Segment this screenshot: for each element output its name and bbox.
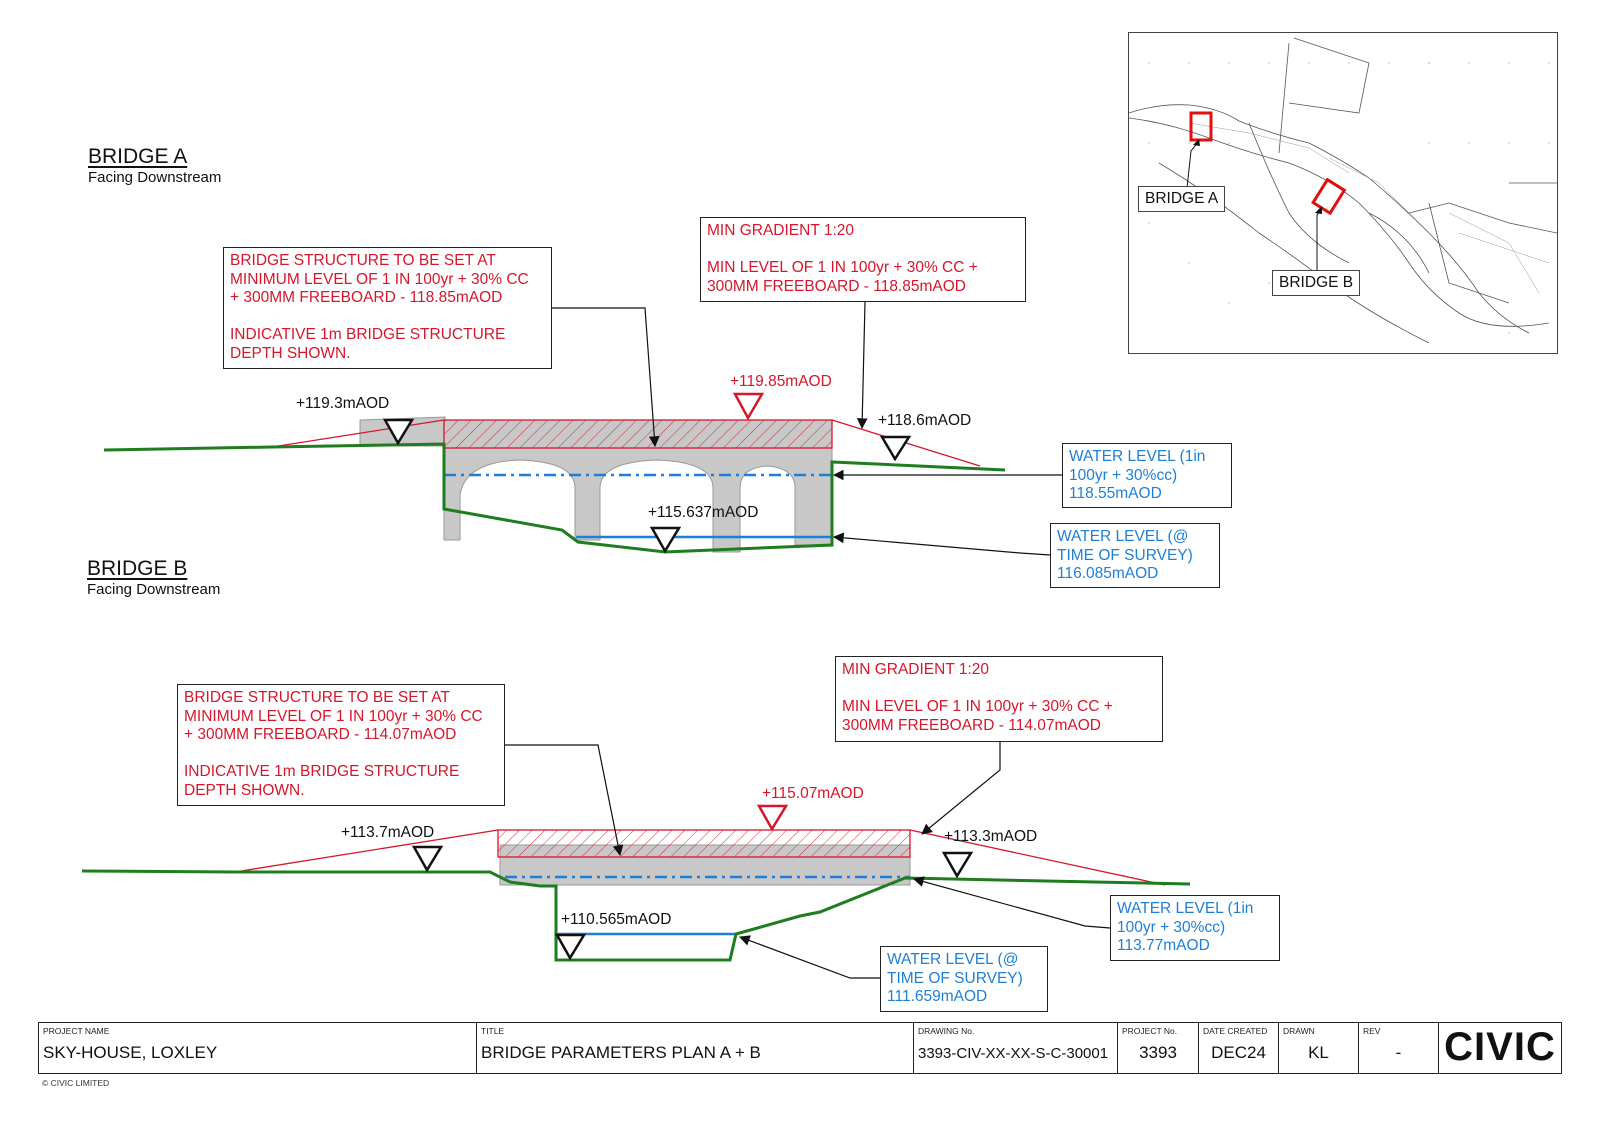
bridge-a-right-level-marker (879, 435, 912, 462)
project-name-value: SKY-HOUSE, LOXLEY (43, 1043, 218, 1062)
title-block-drawing-no: DRAWING No. 3393-CIV-XX-XX-S-C-30001 (914, 1023, 1118, 1073)
title-block-project-no: PROJECT No. 3393 (1118, 1023, 1199, 1073)
bridge-b-deck-zone (497, 829, 911, 858)
bridge-b-left-level-marker (411, 845, 444, 873)
bridge-a-left-level-label: +119.3mAOD (296, 395, 390, 412)
bridge-b-ground-line (81, 869, 1191, 962)
title-block-date: DATE CREATED DEC24 (1199, 1023, 1279, 1073)
bridge-a-survey-leader (832, 532, 1051, 556)
bridge-b-flood-level-note: WATER LEVEL (1in 100yr + 30%cc) 113.77mA… (1110, 895, 1280, 961)
title-caption: TITLE (481, 1026, 505, 1036)
bridge-b-heading: BRIDGE B (87, 557, 188, 580)
bridge-b-right-level-label: +113.3mAOD (944, 828, 1038, 845)
bridge-b-left-level-label: +113.7mAOD (341, 824, 435, 841)
bridge-a-structure (443, 419, 833, 553)
bridge-a-deck-level-marker (732, 392, 765, 421)
bridge-a-red-approach-left (271, 419, 445, 448)
drawn-value: KL (1308, 1043, 1329, 1062)
drawn-caption: DRAWN (1283, 1026, 1315, 1036)
bridge-a-deck-level-label: +119.85mAOD (730, 373, 832, 390)
bridge-a-gradient-note: MIN GRADIENT 1:20 MIN LEVEL OF 1 IN 100y… (700, 217, 1026, 302)
civic-logo: CIVIC (1444, 1025, 1556, 1069)
bridge-b-flood-leader (912, 876, 1111, 929)
key-plan-map (1129, 37, 1557, 344)
title-block-title: TITLE BRIDGE PARAMETERS PLAN A + B (477, 1023, 914, 1073)
bridge-a-left-level-marker (382, 418, 415, 446)
bridge-b-red-approach-left (234, 829, 499, 873)
bridge-a-deck-zone (443, 419, 833, 449)
title-block-logo: CIVIC (1439, 1023, 1561, 1073)
bridge-a-survey-level-note: WATER LEVEL (@ TIME OF SURVEY) 116.085mA… (1050, 523, 1220, 588)
bridge-a-flood-level-note: WATER LEVEL (1in 100yr + 30%cc) 118.55mA… (1062, 443, 1232, 508)
bridge-b-structure-note: BRIDGE STRUCTURE TO BE SET AT MINIMUM LE… (177, 684, 505, 806)
bridge-a-structure-leader (551, 307, 660, 448)
project-no-value: 3393 (1139, 1043, 1177, 1062)
bridge-a-bed-level-marker (649, 526, 682, 554)
date-value: DEC24 (1211, 1043, 1266, 1062)
drawing-no-value: 3393-CIV-XX-XX-S-C-30001 (918, 1045, 1109, 1062)
drawing-no-caption: DRAWING No. (918, 1026, 975, 1036)
key-plan-bridge-a-marker (1189, 111, 1213, 142)
copyright-text: © CIVIC LIMITED (42, 1078, 110, 1088)
bridge-b-bed-level-marker (554, 933, 587, 961)
bridge-b-bed-level-label: +110.565mAOD (561, 911, 672, 928)
title-block: PROJECT NAME SKY-HOUSE, LOXLEY TITLE BRI… (38, 1022, 1562, 1074)
title-value: BRIDGE PARAMETERS PLAN A + B (481, 1043, 761, 1062)
project-name-caption: PROJECT NAME (43, 1026, 110, 1036)
key-plan-bridge-a-label: BRIDGE A (1138, 186, 1226, 212)
bridge-b-survey-leader (738, 935, 880, 979)
bridge-b-structure-leader (505, 744, 624, 857)
bridge-a-heading: BRIDGE A (88, 145, 188, 168)
title-block-rev: REV - (1359, 1023, 1439, 1073)
key-plan: BRIDGE A BRIDGE B (1128, 32, 1558, 354)
bridge-a-gradient-leader (856, 301, 868, 430)
project-no-caption: PROJECT No. (1122, 1026, 1178, 1036)
bridge-b-survey-level-note: WATER LEVEL (@ TIME OF SURVEY) 111.659mA… (880, 946, 1048, 1012)
bridge-a-right-level-label: +118.6mAOD (878, 412, 972, 429)
title-block-project-name: PROJECT NAME SKY-HOUSE, LOXLEY (39, 1023, 477, 1073)
bridge-b-section (81, 742, 1191, 979)
rev-value: - (1395, 1043, 1402, 1062)
bridge-b-gradient-note: MIN GRADIENT 1:20 MIN LEVEL OF 1 IN 100y… (835, 656, 1163, 742)
bridge-b-right-level-marker (941, 851, 974, 879)
key-plan-bridge-b-marker (1311, 177, 1347, 216)
bridge-b-gradient-leader (921, 742, 1001, 835)
bridge-b-deck-level-marker (756, 804, 789, 832)
bridge-a-subheading: Facing Downstream (88, 169, 222, 186)
rev-caption: REV (1363, 1026, 1381, 1036)
bridge-b-deck-level-label: +115.07mAOD (762, 785, 864, 802)
bridge-a-structure-note: BRIDGE STRUCTURE TO BE SET AT MINIMUM LE… (223, 247, 552, 369)
key-plan-bridge-b-label: BRIDGE B (1272, 270, 1361, 296)
bridge-a-bed-level-label: +115.637mAOD (648, 504, 759, 521)
title-block-drawn: DRAWN KL (1279, 1023, 1359, 1073)
bridge-a-ground-line (103, 442, 1006, 554)
date-caption: DATE CREATED (1203, 1026, 1268, 1036)
bridge-a-section (103, 301, 1062, 556)
bridge-b-subheading: Facing Downstream (87, 581, 221, 598)
bridge-b-red-approach-right (909, 829, 1166, 886)
